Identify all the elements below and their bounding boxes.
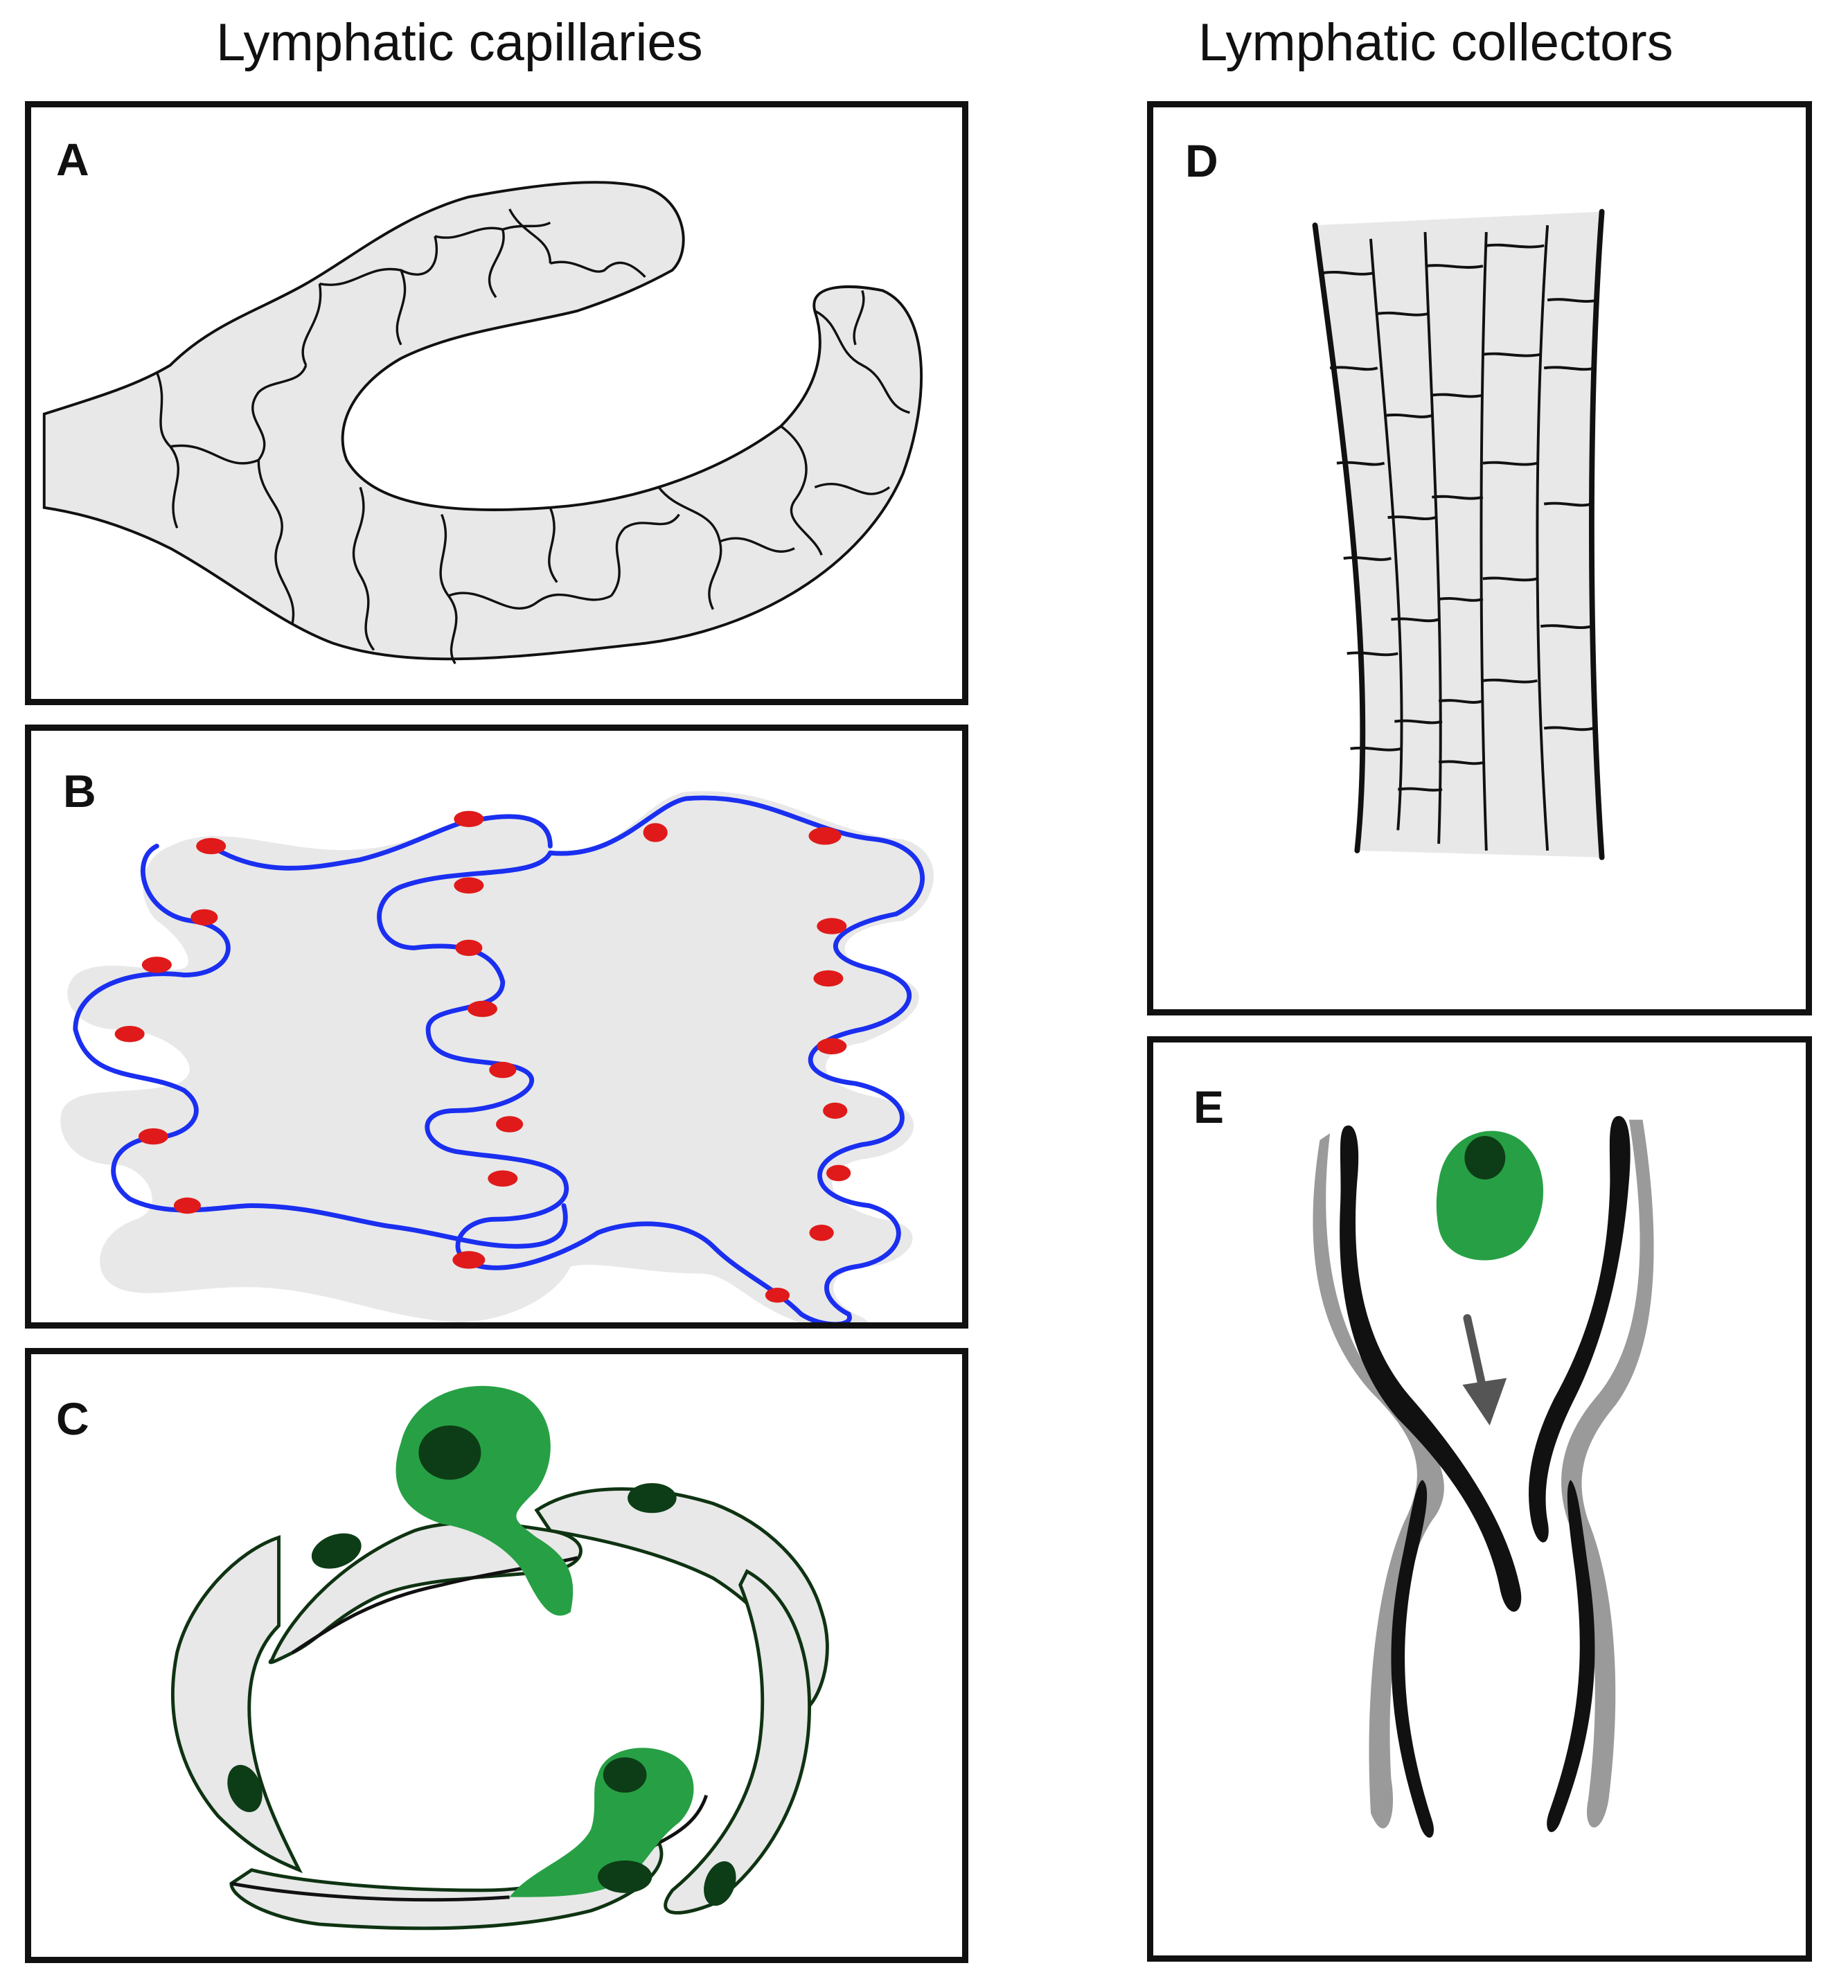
panel-d-label: D bbox=[1185, 135, 1218, 186]
valve-shadow bbox=[1313, 1119, 1654, 1829]
valve-walls bbox=[1340, 1116, 1631, 1838]
endothelial-nuclei bbox=[227, 1483, 736, 1906]
panel-b-label: B bbox=[63, 765, 96, 817]
collector-valve-drawing bbox=[1313, 1116, 1654, 1838]
panel-e: E bbox=[1147, 1036, 1812, 1962]
panel-b: B bbox=[25, 725, 968, 1329]
migrating-immune-cell-top bbox=[396, 1385, 574, 1616]
tight-junction-buttons bbox=[114, 810, 851, 1303]
capillary-flap-valve-transmigration-drawing bbox=[171, 1385, 829, 1931]
migrating-immune-cell-bottom bbox=[509, 1748, 694, 1897]
panel-d: D bbox=[1147, 101, 1812, 1015]
capillary-button-junctions-drawing bbox=[60, 791, 934, 1322]
panel-e-label: E bbox=[1193, 1081, 1225, 1133]
heading-lymphatic-collectors: Lymphatic collectors bbox=[1198, 13, 1673, 72]
panel-a-label: A bbox=[56, 134, 89, 185]
heading-lymphatic-capillaries: Lymphatic capillaries bbox=[216, 13, 703, 72]
panel-c: C bbox=[25, 1348, 968, 1963]
panel-a: A bbox=[25, 101, 968, 705]
capillary-oak-leaf-cells-drawing bbox=[42, 181, 923, 665]
lymphocyte-cell bbox=[1436, 1130, 1544, 1261]
panel-c-label: C bbox=[56, 1393, 89, 1444]
collector-zipper-junctions-drawing bbox=[1312, 208, 1605, 860]
flow-direction-arrow bbox=[1462, 1314, 1507, 1426]
